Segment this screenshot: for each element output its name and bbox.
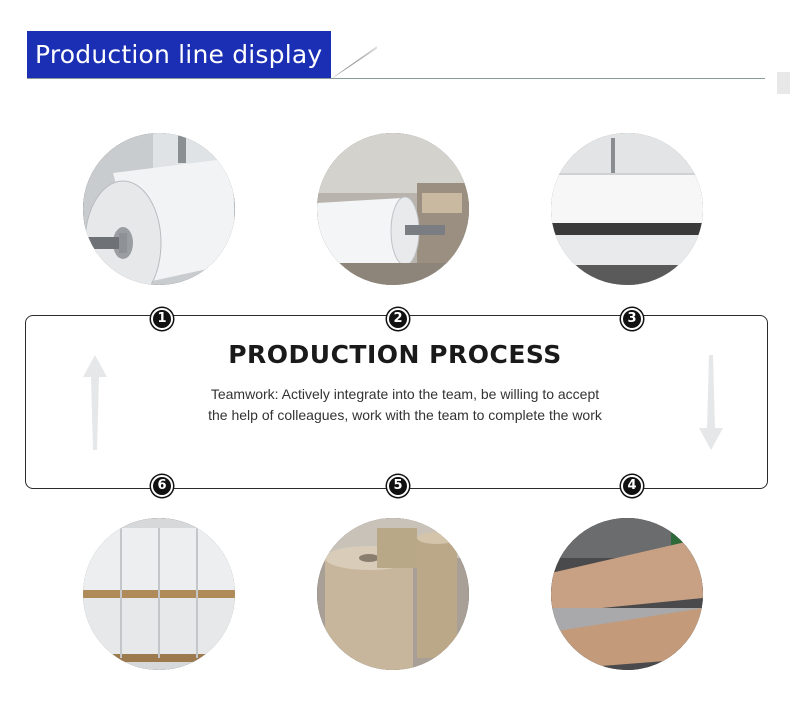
process-title: PRODUCTION PROCESS: [228, 340, 562, 369]
down-arrow-icon: [699, 355, 723, 450]
section-title-banner: Production line display: [27, 31, 331, 79]
production-process-panel: [25, 315, 768, 489]
header-divider: [27, 78, 765, 79]
banner-shadow-decoration: [331, 46, 377, 79]
production-photo-5: [317, 518, 469, 670]
section-title: Production line display: [35, 40, 323, 69]
production-photo-4: [551, 518, 703, 670]
production-photo-6: [83, 518, 235, 670]
step-badge-2: 2: [387, 308, 409, 330]
step-badge-3: 3: [621, 308, 643, 330]
production-photo-1: [83, 133, 235, 285]
step-badge-6: 6: [151, 475, 173, 497]
process-description: Teamwork: Actively integrate into the te…: [208, 386, 602, 423]
up-arrow-icon: [83, 355, 107, 450]
edge-decoration: [777, 72, 790, 94]
step-badge-4: 4: [621, 475, 643, 497]
production-photo-2: [317, 133, 469, 285]
step-badge-5: 5: [387, 475, 409, 497]
production-photo-3: [551, 133, 703, 285]
step-badge-1: 1: [151, 308, 173, 330]
